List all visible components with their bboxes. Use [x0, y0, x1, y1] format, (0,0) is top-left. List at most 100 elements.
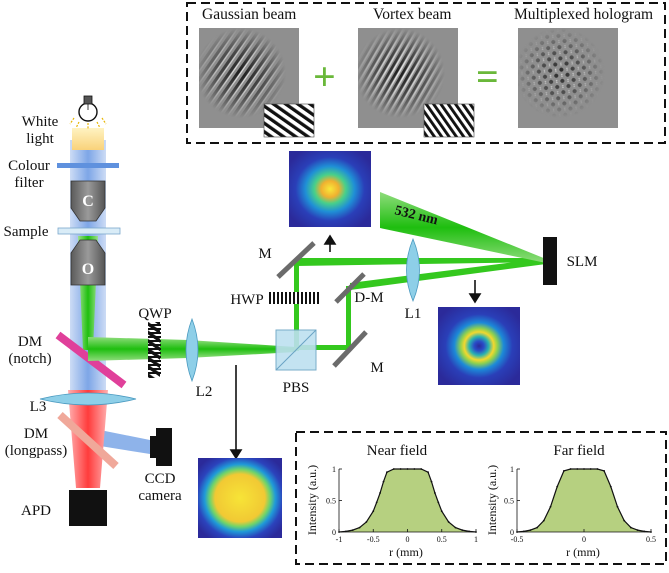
lens-l3 [39, 392, 137, 406]
near-xlabel: r (mm) [389, 545, 423, 559]
far-xlabel: r (mm) [566, 545, 600, 559]
profile-point-1-5 [549, 505, 552, 508]
profile-xtick-label-0-3: 0.5 [437, 535, 447, 544]
profile-point-1-12 [596, 468, 599, 470]
apd-label: APD [21, 503, 51, 519]
profile-xtick-label-0-2: 0 [406, 535, 410, 544]
vortex-hologram-image [358, 28, 475, 138]
mirror-bottom [332, 330, 368, 368]
multiplexed-hologram-image [518, 28, 618, 128]
profile-point-1-9 [576, 468, 579, 470]
white-light-label-1: White [22, 114, 59, 130]
dm-longpass-label-1: DM [24, 426, 48, 442]
condenser-label: C [82, 193, 94, 210]
profile-point-0-22 [461, 529, 464, 532]
profile-point-0-14 [420, 468, 423, 470]
vortex-profile-image [438, 307, 520, 385]
incoming-laser-beam [380, 192, 546, 263]
profile-point-0-16 [430, 480, 433, 483]
profile-point-0-11 [399, 468, 402, 470]
profile-point-0-3 [358, 526, 361, 529]
profile-point-1-8 [569, 468, 572, 470]
profile-xtick-label-1-2: 0.5 [646, 535, 656, 544]
ccd-camera [150, 428, 172, 466]
white-light-glow [72, 128, 104, 150]
profile-point-1-15 [616, 505, 619, 508]
profile-point-1-11 [589, 468, 592, 470]
profile-point-0-20 [447, 521, 450, 523]
profile-area-0 [339, 469, 476, 532]
pbs-label: PBS [283, 380, 310, 396]
profile-ytick-label-0-2: 1 [332, 465, 336, 474]
profile-point-1-13 [603, 469, 605, 472]
profile-point-0-10 [392, 468, 395, 470]
flattop-profile-image [198, 458, 282, 538]
profile-ytick-label-0-1: 0.5 [326, 497, 336, 506]
condenser-objective: C [70, 180, 106, 222]
dm-longpass-label-2: (longpass) [5, 443, 68, 459]
imaging-objective: O [70, 239, 106, 286]
apd-detector [69, 490, 107, 526]
white-light-label-2: light [26, 131, 54, 147]
profile-point-1-16 [623, 519, 626, 522]
profile-point-0-18 [437, 501, 440, 504]
mirror-bottom-label: M [370, 360, 383, 376]
gaussian-profile-image [289, 151, 371, 227]
profile-point-0-2 [351, 529, 354, 532]
profile-point-0-5 [372, 510, 375, 513]
profile-ytick-label-1-0: 0 [510, 528, 514, 537]
profile-xtick-label-0-1: -0.5 [367, 535, 380, 544]
profile-point-0-6 [375, 501, 378, 504]
dm-notch-label-1: DM [18, 334, 42, 350]
laser-beam-slm-to-dm [350, 258, 546, 290]
colour-filter [57, 163, 119, 168]
hwp-waveplate [268, 292, 320, 304]
profile-point-0-7 [379, 492, 381, 494]
vortex-beam-title: Vortex beam [373, 6, 451, 23]
slm-label: SLM [567, 254, 598, 270]
profile-point-0-9 [386, 471, 388, 474]
profile-point-1-7 [563, 469, 565, 472]
dm-longpass-mirror [57, 412, 119, 469]
plus-sign: + [313, 54, 336, 99]
mirror-top [276, 241, 316, 279]
objective-label: O [82, 261, 94, 278]
profile-point-1-2 [529, 529, 532, 532]
profile-xtick-label-1-1: 0 [582, 535, 586, 544]
hwp-label: HWP [230, 292, 263, 308]
dm-label: D-M [354, 290, 383, 306]
dm-notch-label-2: (notch) [8, 351, 51, 367]
laser-beam-l2-to-pbs [188, 340, 296, 358]
laser-beam-bottom-to-pbs [298, 345, 350, 350]
hologram-panel: Gaussian beam Vortex beam Multiplexed ho… [186, 2, 666, 144]
profile-ytick-label-1-1: 0.5 [504, 497, 514, 506]
mirror-top-label: M [258, 246, 271, 262]
profile-point-1-3 [536, 526, 538, 529]
profile-point-0-12 [406, 468, 409, 470]
profile-point-1-14 [609, 485, 612, 488]
profile-ytick-label-1-2: 1 [510, 465, 514, 474]
profile-xtick-label-1-0: -0.5 [511, 535, 524, 544]
multiplexed-hologram-title: Multiplexed hologram [514, 6, 653, 23]
profile-point-1-17 [630, 526, 632, 529]
ccd-beam [100, 430, 150, 454]
beam-profile-arrows [229, 234, 482, 460]
laser-beam-top-to-slm [296, 258, 546, 266]
gaussian-hologram-image [199, 28, 315, 138]
profile-point-0-8 [382, 480, 385, 483]
profile-point-0-17 [434, 492, 436, 494]
profile-panel: Near field Far field Intensity (a.u.) In… [295, 431, 667, 565]
profile-point-0-19 [440, 510, 443, 513]
profile-point-0-4 [365, 521, 368, 523]
far-ylabel: Intensity (a.u.) [485, 465, 499, 535]
light-bulb-icon [69, 95, 107, 129]
gaussian-beam-title: Gaussian beam [202, 6, 296, 23]
equals-sign: = [476, 54, 499, 99]
profile-xtick-label-0-4: 1 [474, 535, 478, 544]
slm-device [543, 237, 557, 285]
l2-label: L2 [196, 384, 213, 400]
sample-label: Sample [4, 224, 49, 240]
profile-point-0-21 [454, 526, 457, 529]
laser-beam-dm-to-l2 [88, 337, 188, 361]
